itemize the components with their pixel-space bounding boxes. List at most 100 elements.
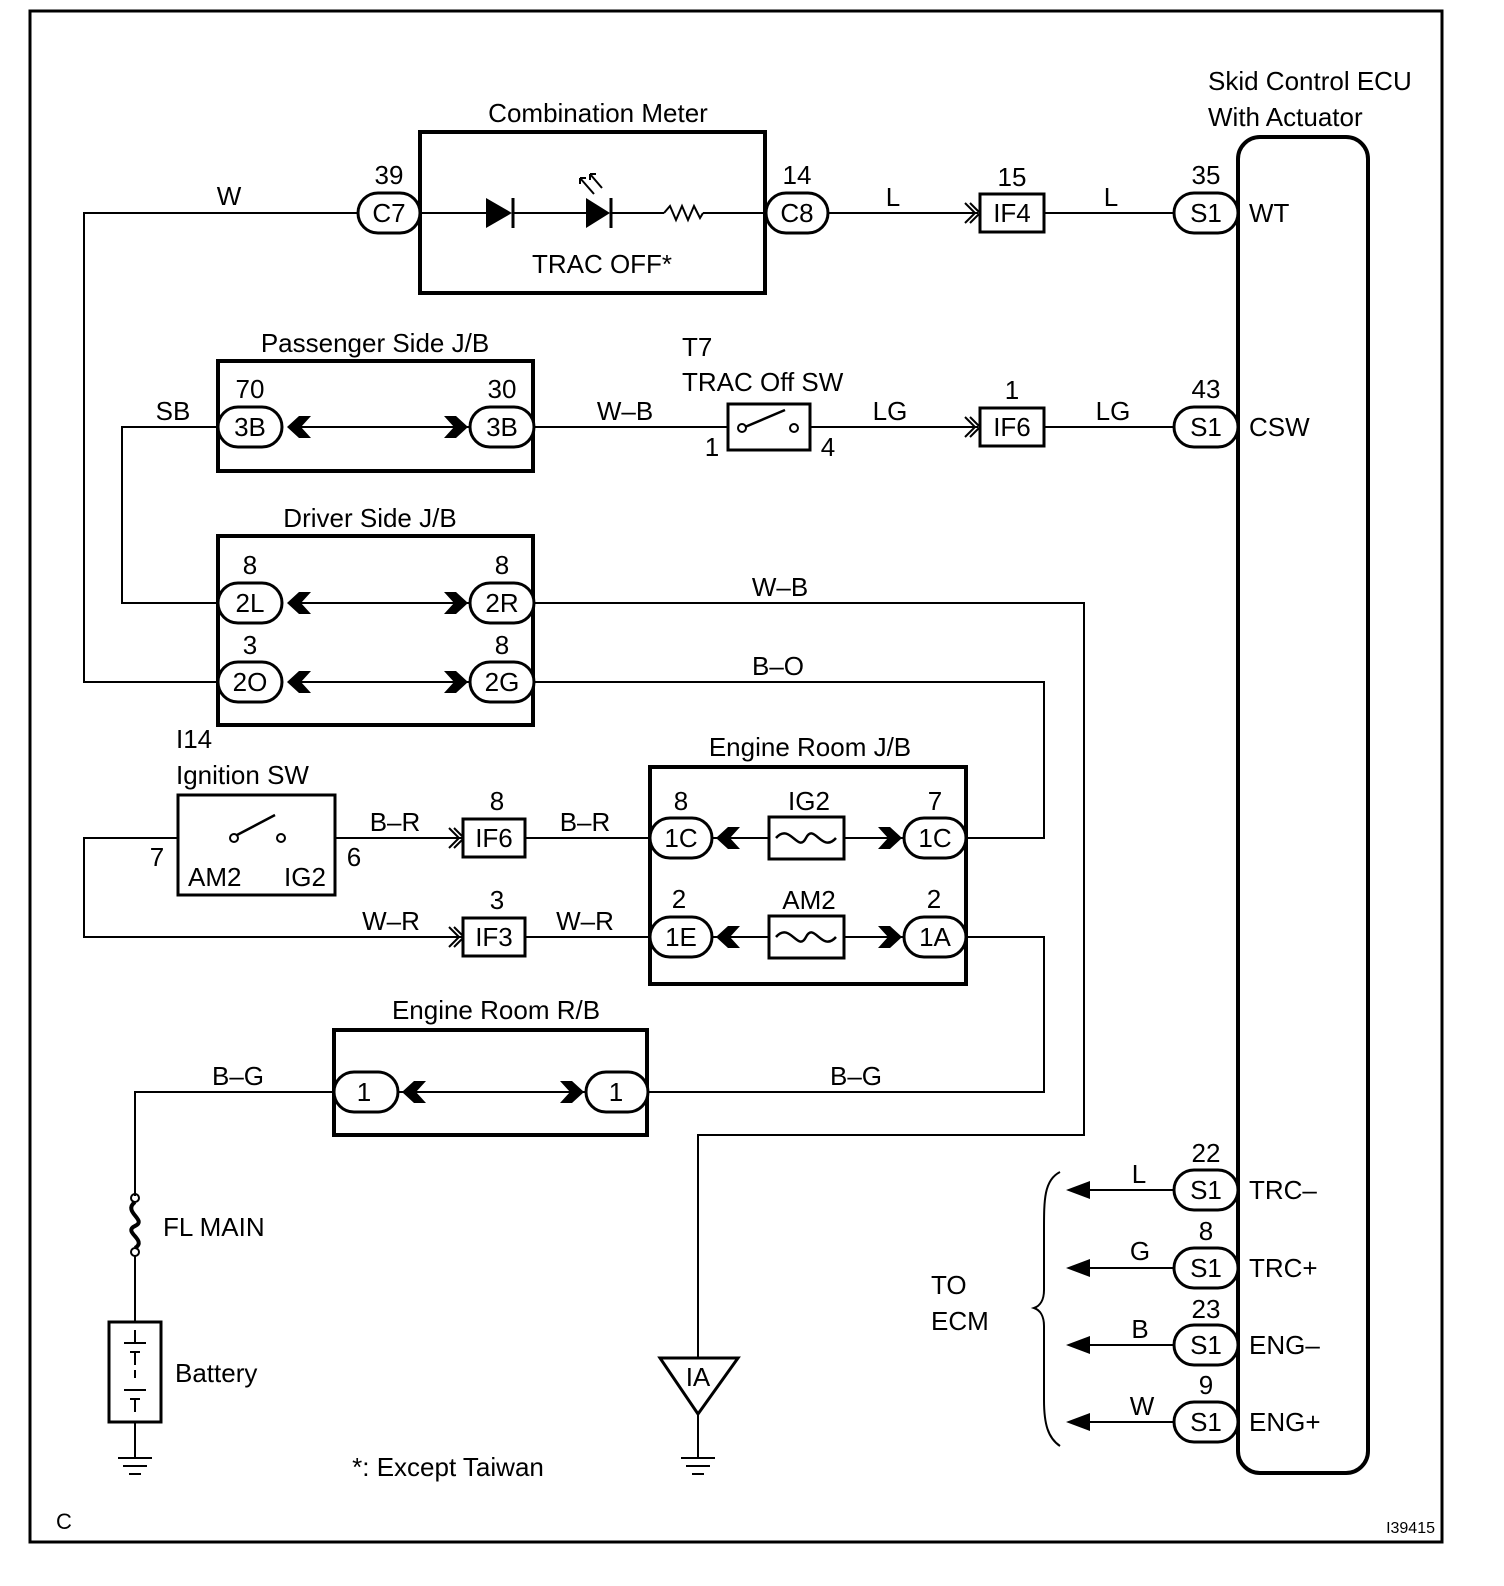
- svg-text:7: 7: [150, 842, 164, 872]
- footnote: *: Except Taiwan: [352, 1452, 544, 1482]
- connector-s1-eng-minus: [1172, 1323, 1240, 1367]
- connector-1c-left: [648, 816, 714, 860]
- trac-sw-name: TRAC Off SW: [682, 367, 844, 397]
- fl-main-fuse: FL MAIN: [129, 1193, 265, 1257]
- wire-label: B: [1131, 1314, 1148, 1344]
- ecu-title-1: Skid Control ECU: [1208, 66, 1412, 96]
- bracket-icon: [1030, 1171, 1061, 1447]
- connectors: C7 39 C8 14 IF4 15 S1 35 WT 3B 70 3B 30 …: [216, 160, 1321, 1444]
- svg-text:3B: 3B: [486, 412, 518, 442]
- ignition-contact-icon: [236, 813, 276, 837]
- connector-2g: [468, 660, 536, 704]
- connector-2r: [468, 581, 536, 625]
- led-icon: [586, 198, 610, 228]
- wire-w-b-2r: [534, 602, 1085, 1358]
- svg-text:S1: S1: [1190, 1175, 1222, 1205]
- connector-s1-trc-plus: [1172, 1246, 1240, 1290]
- svg-text:2L: 2L: [236, 588, 265, 618]
- wire-label: L: [1132, 1159, 1146, 1189]
- svg-text:TO: TO: [931, 1270, 967, 1300]
- svg-text:FL MAIN: FL MAIN: [163, 1212, 265, 1242]
- connector-c7: [356, 191, 422, 235]
- figure-id: I39415: [1386, 1520, 1435, 1537]
- svg-text:9: 9: [1199, 1370, 1213, 1400]
- ign-sw-code: I14: [176, 724, 212, 754]
- wire-label: L: [886, 182, 900, 212]
- wire-label: SB: [156, 396, 191, 426]
- wire-label: B–R: [560, 807, 611, 837]
- svg-text:IF3: IF3: [475, 922, 513, 952]
- svg-text:IA: IA: [686, 1362, 711, 1392]
- svg-text:1C: 1C: [664, 823, 697, 853]
- wire-label: LG: [1096, 396, 1131, 426]
- svg-text:1E: 1E: [665, 922, 697, 952]
- wire-w-meter-feed: [83, 212, 358, 683]
- wire-label: W–R: [556, 906, 614, 936]
- svg-text:C8: C8: [780, 198, 813, 228]
- wire-label: W–R: [362, 906, 420, 936]
- combination-meter-title: Combination Meter: [488, 98, 708, 128]
- wire-label: L: [1104, 182, 1118, 212]
- svg-text:S1: S1: [1190, 412, 1222, 442]
- svg-text:ECM: ECM: [931, 1306, 989, 1336]
- svg-text:4: 4: [821, 432, 835, 462]
- corner-letter: C: [56, 1509, 72, 1534]
- to-ecm-group: TO ECM: [931, 1171, 1090, 1447]
- driver-jb-title: Driver Side J/B: [283, 503, 456, 533]
- svg-text:70: 70: [236, 374, 265, 404]
- svg-text:14: 14: [783, 160, 812, 190]
- battery: Battery: [107, 1320, 257, 1424]
- svg-text:30: 30: [488, 374, 517, 404]
- engine-room-rb: Engine Room R/B: [332, 995, 649, 1137]
- svg-text:2: 2: [672, 884, 686, 914]
- svg-text:AM2: AM2: [782, 885, 835, 915]
- wire-w-r: [83, 837, 462, 938]
- svg-text:8: 8: [1199, 1216, 1213, 1246]
- passenger-side-jb: Passenger Side J/B: [216, 328, 535, 473]
- connector-1c-right: [902, 816, 968, 860]
- connector-c8: [764, 191, 830, 235]
- svg-text:8: 8: [243, 550, 257, 580]
- wire-b-g-battery: [134, 1091, 332, 1196]
- engine-room-jb-title: Engine Room J/B: [709, 732, 911, 762]
- svg-text:7: 7: [928, 786, 942, 816]
- svg-text:IF4: IF4: [993, 198, 1031, 228]
- svg-text:ENG–: ENG–: [1249, 1330, 1320, 1360]
- resistor-icon: [663, 203, 704, 223]
- svg-text:1: 1: [357, 1077, 371, 1107]
- wire-color-labels: W L L SB W–B LG LG W–B B–O B–R B–R W–R W…: [156, 181, 1155, 1421]
- wire-label: W: [1130, 1391, 1155, 1421]
- svg-text:C7: C7: [372, 198, 405, 228]
- svg-text:3: 3: [490, 885, 504, 915]
- svg-text:8: 8: [495, 630, 509, 660]
- connector-1e: [648, 915, 714, 959]
- svg-text:WT: WT: [1249, 198, 1290, 228]
- ignition-switch: I14 Ignition SW AM2 IG2 7 6: [150, 724, 361, 897]
- svg-text:TRC+: TRC+: [1249, 1253, 1318, 1283]
- connector-s1-eng-plus: [1172, 1400, 1240, 1444]
- combination-meter: Combination Meter TRAC OFF*: [418, 98, 767, 295]
- svg-text:2: 2: [927, 884, 941, 914]
- ecu-title-2: With Actuator: [1208, 102, 1363, 132]
- connector-2l: [216, 581, 284, 625]
- wire-label: W: [217, 181, 242, 211]
- light-rays-icon: [579, 173, 603, 195]
- svg-text:1C: 1C: [918, 823, 951, 853]
- connector-if6-top: [978, 406, 1046, 448]
- svg-text:S1: S1: [1190, 1407, 1222, 1437]
- svg-text:TRC–: TRC–: [1249, 1175, 1317, 1205]
- svg-text:2G: 2G: [485, 667, 520, 697]
- connector-s1-wt: [1172, 191, 1240, 235]
- frame: [28, 9, 1444, 1544]
- svg-text:1: 1: [609, 1077, 623, 1107]
- connector-if3: [461, 916, 527, 958]
- diode-icon: [486, 198, 512, 228]
- svg-text:1: 1: [1005, 375, 1019, 405]
- svg-text:ENG+: ENG+: [1249, 1407, 1321, 1437]
- svg-text:3B: 3B: [234, 412, 266, 442]
- svg-text:8: 8: [495, 550, 509, 580]
- wire-sb: [121, 426, 218, 604]
- svg-text:1: 1: [705, 432, 719, 462]
- svg-text:Battery: Battery: [175, 1358, 257, 1388]
